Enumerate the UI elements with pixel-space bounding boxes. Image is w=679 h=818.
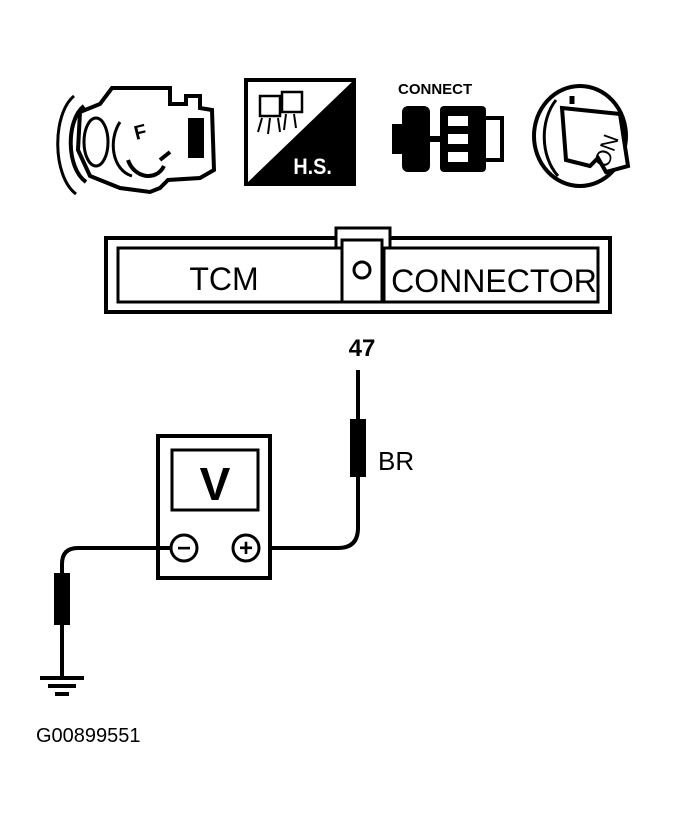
positive-terminal: + <box>231 533 261 563</box>
connector-label-connector: CONNECTOR <box>391 263 597 299</box>
ground-symbol-icon <box>40 676 84 696</box>
connect-icon: CONNECT <box>392 81 504 172</box>
connector-label-tcm: TCM <box>189 261 258 297</box>
br-probe-lead <box>260 370 366 550</box>
connect-icon-label: CONNECT <box>398 81 472 98</box>
positive-terminal-symbol: + <box>239 535 253 562</box>
voltmeter: V − + <box>156 434 272 580</box>
terminal-pin-47 <box>352 260 372 280</box>
figure-id: G00899551 <box>36 725 141 747</box>
harness-icon: H.S. <box>244 78 356 186</box>
ecu-icon-letter: F <box>132 121 149 145</box>
ignition-key-icon: ON <box>532 84 631 188</box>
terminal-number: 47 <box>349 335 376 362</box>
ground-probe-lead <box>54 546 170 676</box>
harness-icon-label: H.S. <box>293 155 331 179</box>
wire-color-code: BR <box>378 446 414 476</box>
meter-unit-symbol: V <box>200 458 231 510</box>
negative-terminal: − <box>169 533 199 563</box>
tcm-connector: TCM CONNECTOR <box>104 226 612 314</box>
relay-symbol-icon <box>257 90 304 135</box>
ecu-icon: F <box>56 86 217 196</box>
negative-terminal-symbol: − <box>177 535 191 562</box>
